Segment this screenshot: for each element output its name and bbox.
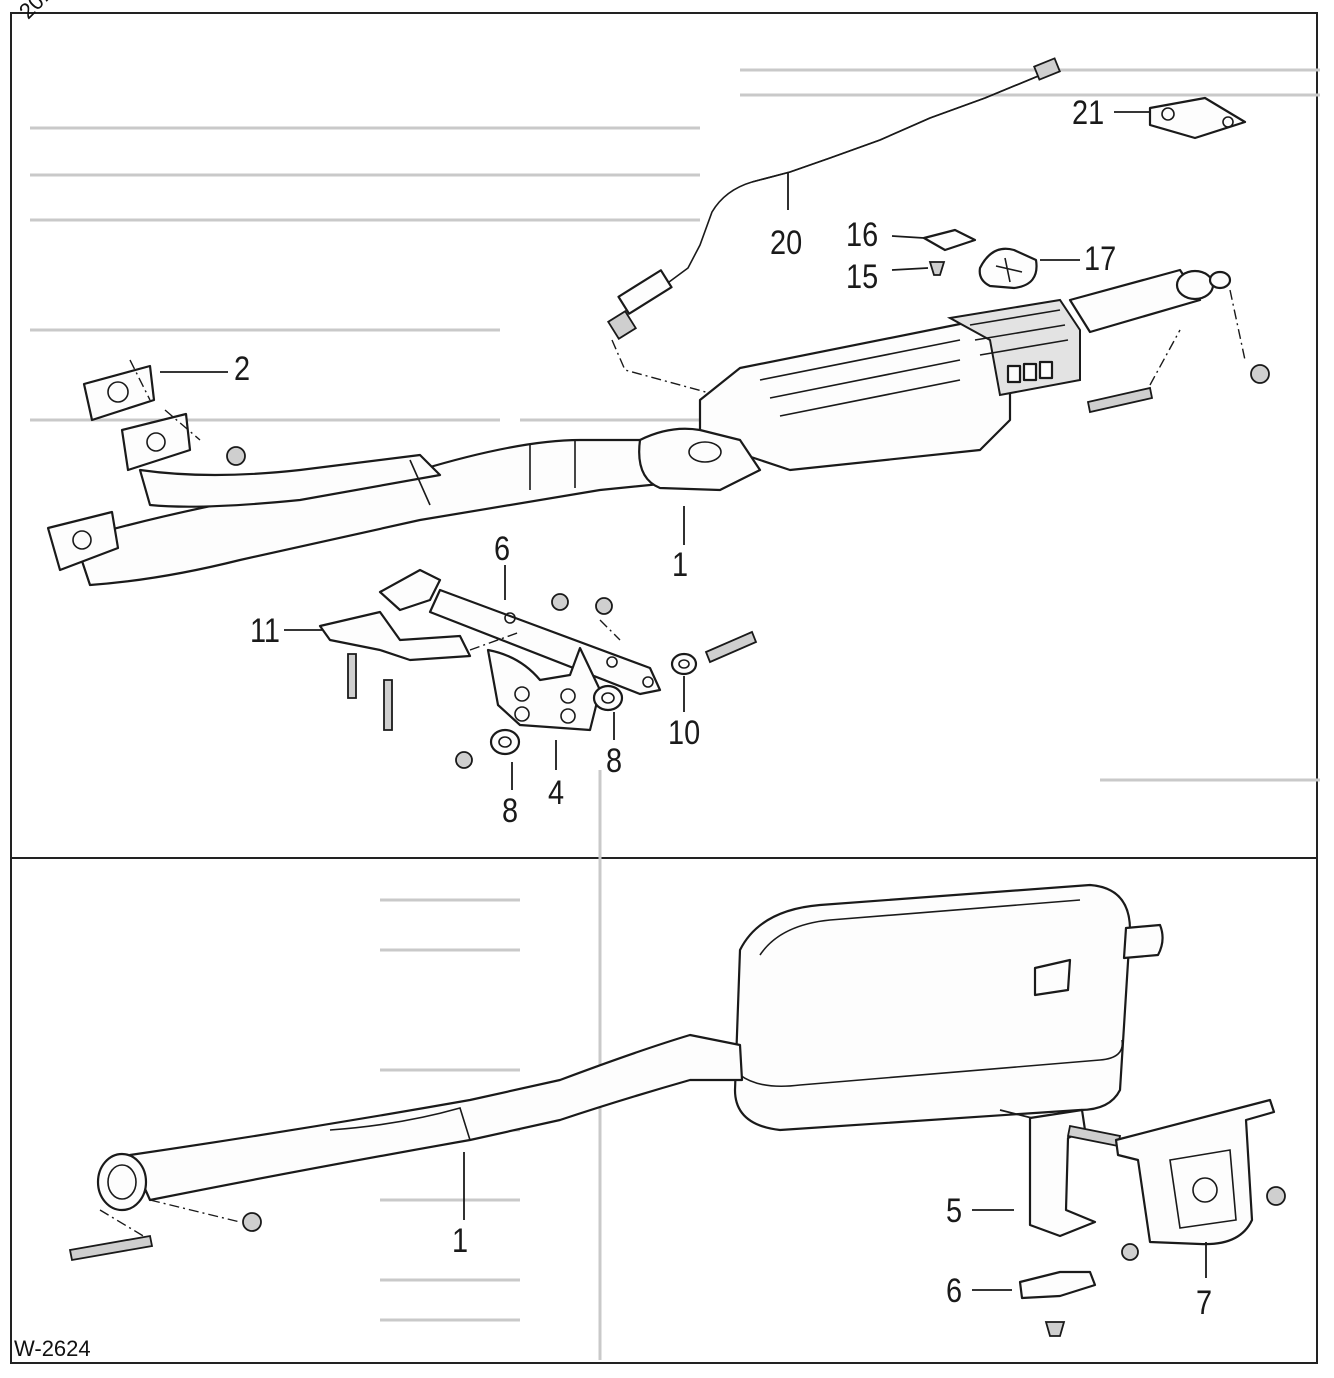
label-11: 11	[250, 612, 281, 650]
flange-gasket	[82, 359, 201, 441]
label-6-lower: 6	[946, 1272, 963, 1310]
gasket-21	[1148, 96, 1247, 140]
rubber-mount-4	[486, 646, 602, 732]
label-1-lower: 1	[452, 1222, 469, 1260]
converter-bolt	[1086, 289, 1270, 414]
bracket-bolts	[347, 593, 758, 769]
flange-nut	[226, 446, 246, 466]
bleed-through-text	[30, 68, 1320, 1360]
page-border	[10, 12, 1318, 1364]
screw-15	[928, 261, 946, 276]
label-2: 2	[234, 350, 251, 388]
label-7: 7	[1196, 1284, 1213, 1322]
label-17: 17	[1084, 240, 1117, 278]
label-5: 5	[946, 1192, 963, 1230]
label-8-right: 8	[606, 742, 623, 780]
upper-leader-lines	[160, 111, 1150, 790]
rubber-mount-17	[978, 247, 1038, 290]
label-1-upper: 1	[672, 546, 689, 584]
label-21: 21	[1072, 94, 1105, 132]
figure-id: W-2624	[14, 1336, 91, 1361]
bracket-11	[318, 568, 472, 662]
front-pipe	[46, 412, 762, 587]
washer-8-right	[592, 684, 624, 712]
rear-muffler	[733, 883, 1164, 1132]
label-15: 15	[846, 258, 879, 296]
washer-10	[670, 652, 698, 676]
label-10: 10	[668, 714, 701, 752]
rubber-mount-7	[1114, 1098, 1286, 1261]
lower-leader-lines	[463, 1109, 1207, 1291]
bracket-5	[1028, 1108, 1122, 1238]
clamp-16	[922, 228, 977, 252]
rear-pipe-bolt	[68, 1212, 262, 1262]
rear-pipe	[96, 1033, 744, 1241]
panel-divider	[10, 857, 1318, 859]
label-6-upper: 6	[494, 530, 511, 568]
label-16: 16	[846, 216, 879, 254]
clamp-6-lower	[1018, 1270, 1097, 1337]
label-20: 20	[770, 224, 803, 262]
catalytic-converter	[698, 268, 1232, 472]
washer-8-left	[489, 728, 521, 756]
label-4: 4	[548, 774, 565, 812]
oxygen-sensor	[606, 57, 1061, 401]
bracket-6	[428, 588, 662, 696]
label-8-left: 8	[502, 792, 519, 830]
